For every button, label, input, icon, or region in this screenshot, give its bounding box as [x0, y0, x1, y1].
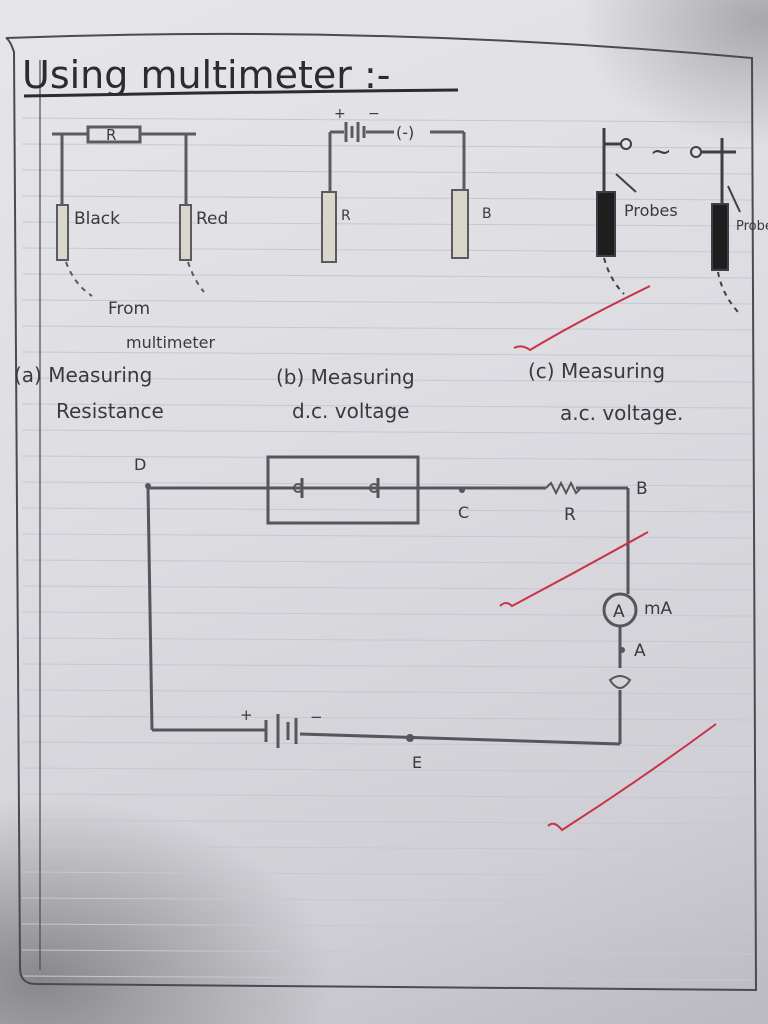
ruled-line: [21, 611, 753, 617]
title-underline: [23, 88, 459, 98]
ruled-line: [21, 715, 753, 721]
ruled-line: [21, 559, 753, 565]
page-margin-border: [5, 32, 758, 992]
node-a-dot: [619, 647, 625, 653]
node-d-dot: [145, 483, 151, 489]
ammeter-symbol: A: [613, 602, 625, 622]
ruled-line: [21, 247, 753, 253]
ruled-line: [21, 845, 753, 851]
caption-c-line1: (c) Measuring: [528, 359, 665, 383]
bracket-label-b: (-): [396, 123, 414, 142]
figure-resistance: [52, 125, 205, 297]
caption-a-line2: Resistance: [56, 399, 164, 423]
ruled-line: [21, 507, 753, 513]
node-a-label: A: [634, 641, 646, 661]
probes-label-left: Probes: [624, 201, 678, 220]
ruled-line: [21, 585, 753, 591]
node-c-dot: [459, 487, 465, 493]
ruled-line: [21, 923, 753, 929]
ruled-line: [21, 767, 753, 773]
ruled-line: [21, 221, 753, 227]
figure-ac-voltage: [596, 128, 741, 313]
ruled-line: [21, 663, 753, 669]
ruled-line: [21, 975, 753, 981]
ruled-line: [21, 871, 753, 877]
from-label: From: [108, 299, 150, 319]
figure-dc-voltage: [321, 122, 469, 263]
ammeter-unit: mA: [644, 599, 673, 619]
probes-label-right: Probes: [736, 219, 768, 234]
circuit-battery-plus: +: [240, 706, 253, 724]
red-probe-label: Red: [196, 209, 228, 229]
page-title: Using multimeter :-: [22, 53, 390, 97]
ruled-line: [21, 195, 753, 201]
ruled-line: [21, 143, 753, 149]
caption-c-line2: a.c. voltage.: [560, 401, 683, 425]
ruled-line: [21, 273, 753, 279]
node-d-label: D: [134, 455, 146, 474]
ac-symbol: ~: [650, 137, 672, 167]
battery-minus-b: −: [368, 106, 380, 122]
node-e-dot: [406, 734, 414, 742]
resistor-label: R: [106, 126, 116, 144]
node-e-label: E: [412, 753, 422, 772]
ruled-line: [21, 533, 753, 539]
ruled-lines: [21, 117, 753, 981]
ruled-line: [21, 403, 753, 409]
battery-plus-b: +: [334, 106, 346, 122]
ruled-line: [21, 897, 753, 903]
ruled-line: [21, 793, 753, 799]
right-probe-label-b: B: [482, 206, 492, 222]
caption-a-line1: (a) Measuring: [14, 363, 152, 387]
ruled-line: [21, 481, 753, 487]
ruled-line: [21, 377, 753, 383]
ruled-line: [21, 819, 753, 825]
circuit-diagram: [146, 455, 638, 748]
teacher-tick-2: [499, 531, 649, 608]
circuit-battery-minus: −: [310, 708, 323, 726]
teacher-tick-3: [547, 723, 717, 832]
ruled-line: [21, 637, 753, 643]
ruled-line: [21, 429, 753, 435]
node-b-label: B: [636, 479, 648, 499]
teacher-tick-1: [513, 285, 651, 352]
ruled-line: [21, 351, 753, 357]
left-probe-label-b: R: [341, 208, 351, 224]
ruled-line: [21, 169, 753, 175]
ruled-line: [21, 949, 753, 955]
ruled-line: [21, 117, 753, 123]
multimeter-label: multimeter: [126, 333, 215, 352]
circuit-resistor-label: R: [564, 505, 576, 525]
black-probe-label: Black: [74, 209, 120, 229]
ruled-line: [21, 299, 753, 305]
ruled-line: [21, 689, 753, 695]
caption-b-line2: d.c. voltage: [292, 399, 410, 423]
ruled-line: [21, 741, 753, 747]
caption-b-line1: (b) Measuring: [276, 365, 415, 389]
ruled-line: [21, 325, 753, 331]
node-c-label: C: [458, 503, 469, 522]
